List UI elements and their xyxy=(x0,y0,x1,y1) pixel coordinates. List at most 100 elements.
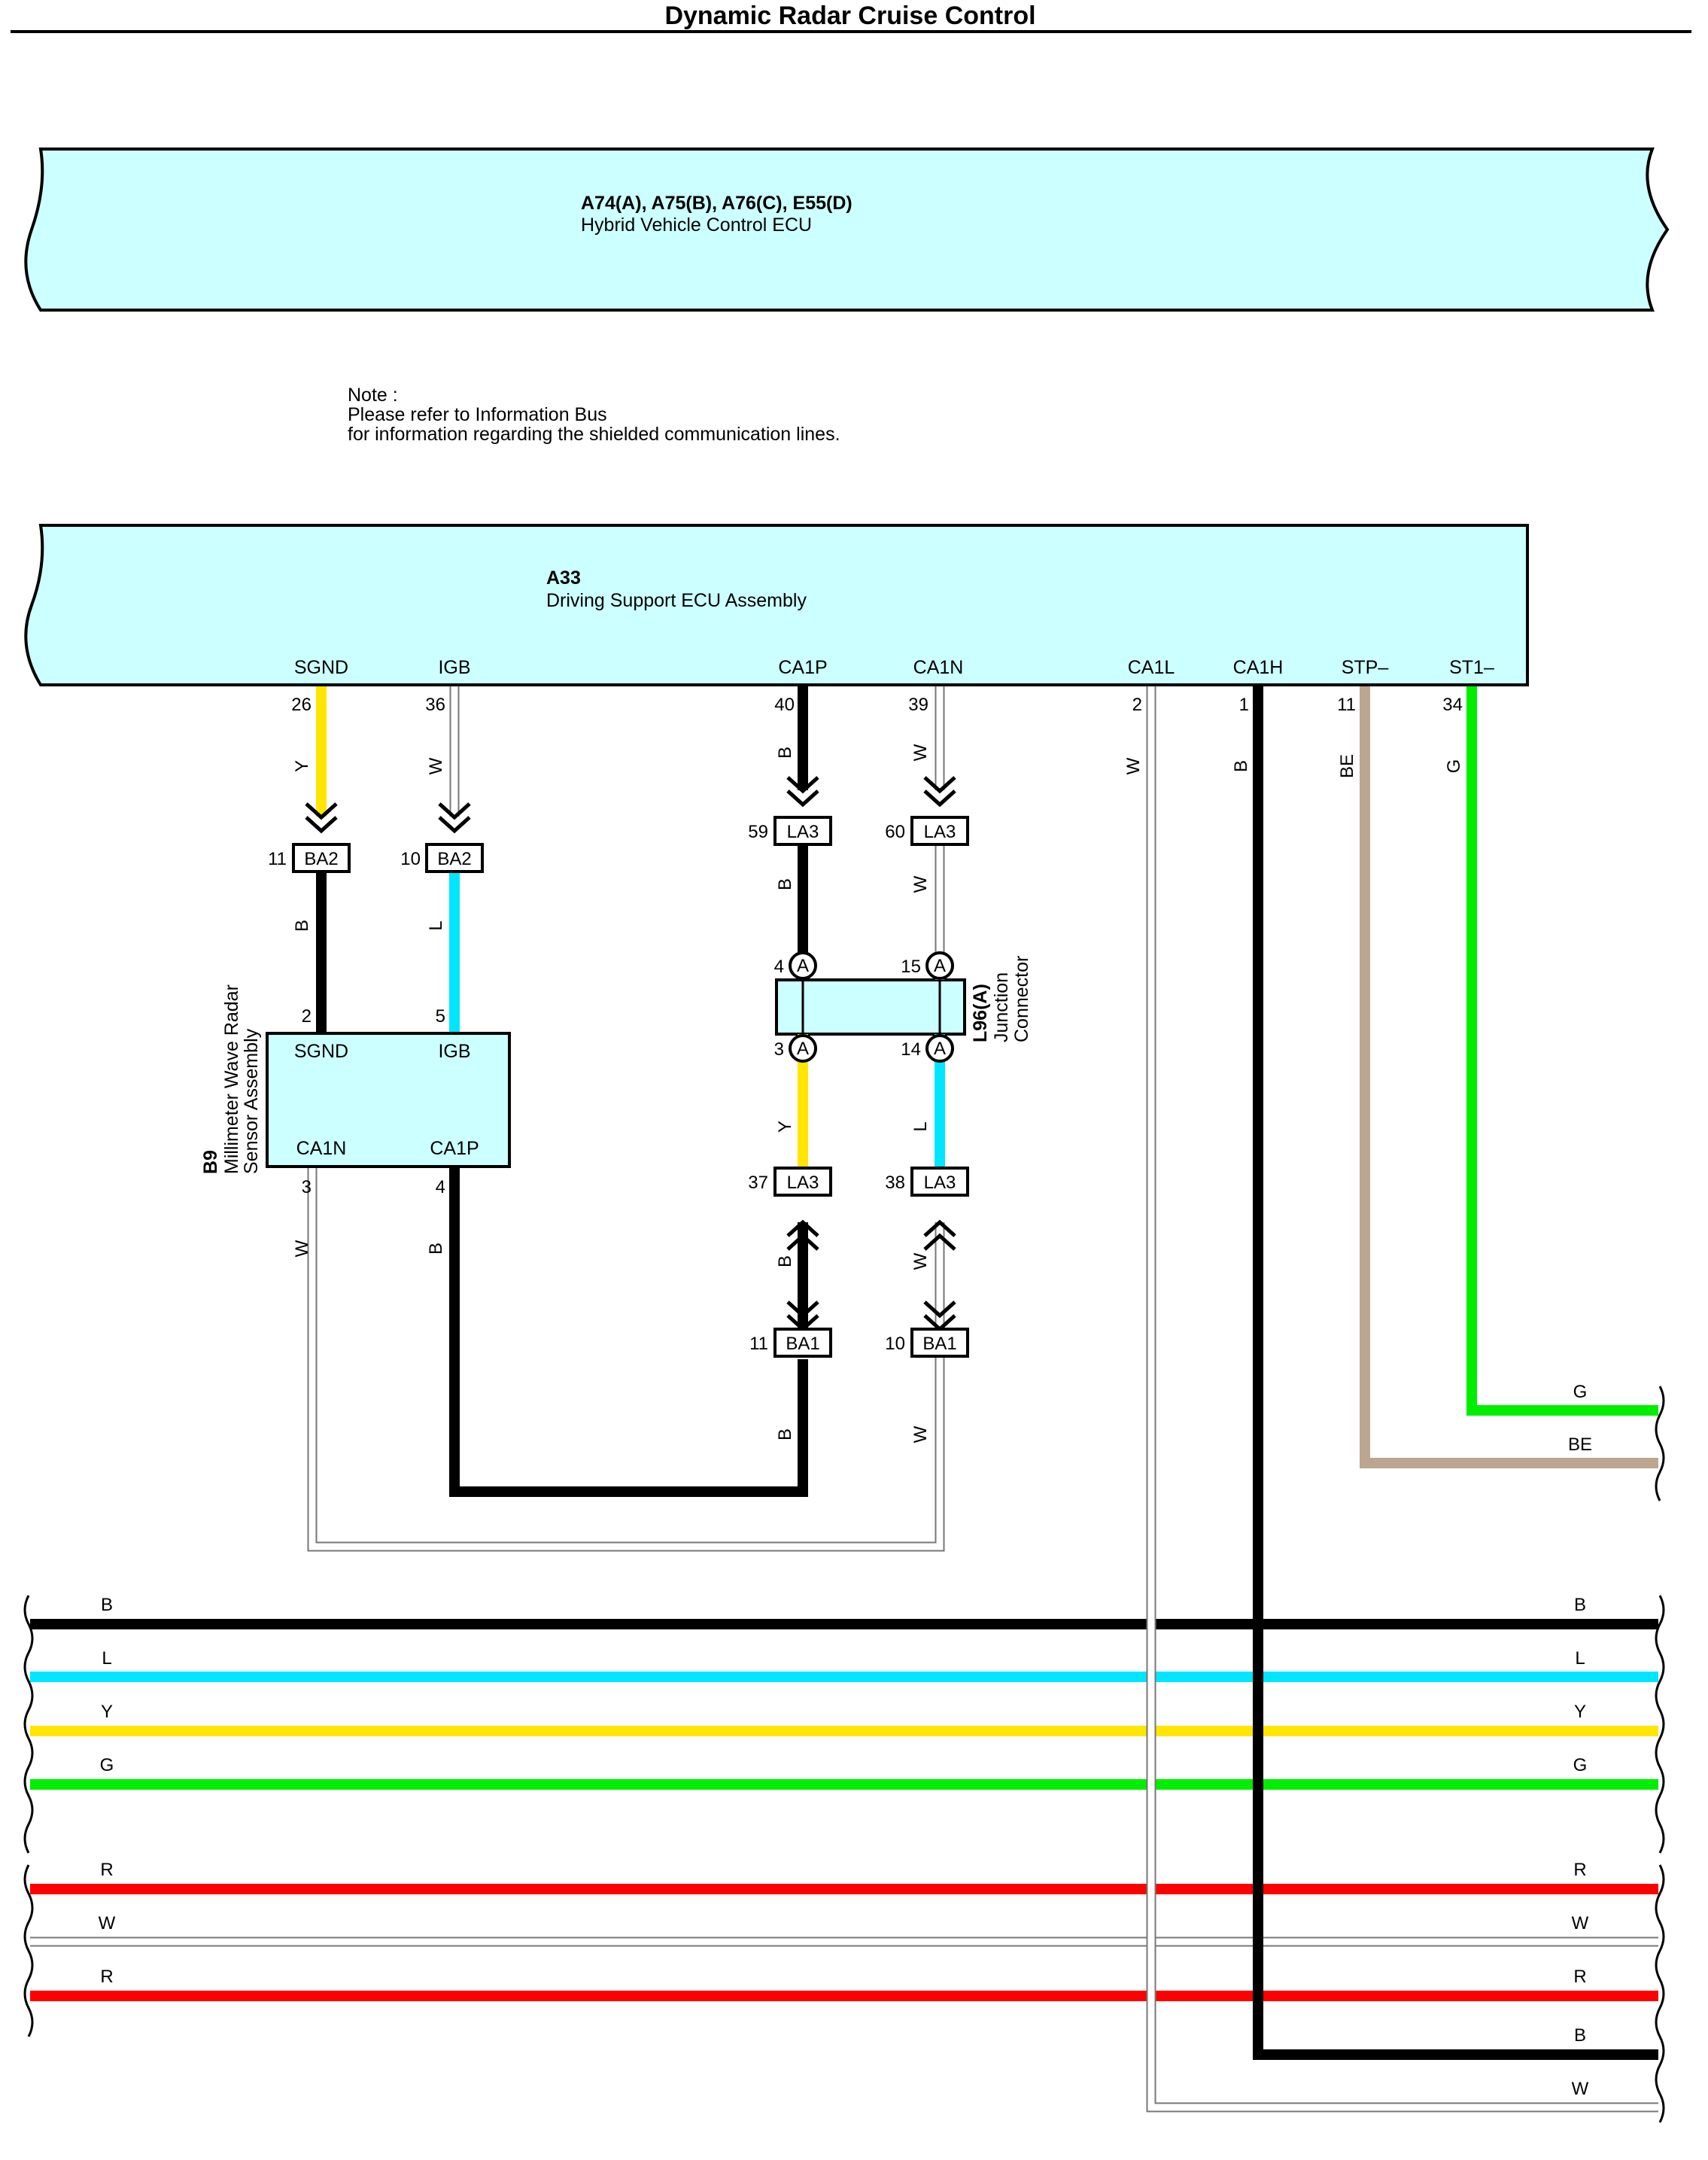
ecu-pin-labels: SGND IGB CA1P CA1N CA1L CA1H STP– ST1– xyxy=(294,657,1494,678)
wire-st1 xyxy=(1466,685,1658,1416)
wire-label-radar-ca1p: B xyxy=(426,1243,446,1255)
bus-r1-label-right: R xyxy=(1573,1860,1586,1880)
connector-ba1-right xyxy=(910,1328,969,1358)
ecu-pin-num-11: 11 xyxy=(1337,695,1356,715)
connector-la3-top-right-name: LA3 xyxy=(924,822,956,842)
wire-label-st1: G xyxy=(1444,759,1464,774)
wire-label-ca1n-mid: W xyxy=(910,875,931,893)
ecu-pin-stp-label: STP– xyxy=(1342,657,1389,678)
radar-sensor-code: B9 xyxy=(200,1150,221,1174)
connector-la3-bottom-left-num: 37 xyxy=(748,1173,768,1193)
junction-pin-14: 14 xyxy=(901,1039,921,1060)
connector-ba2-right-num: 10 xyxy=(400,849,421,869)
junction-connector-box xyxy=(775,978,966,1036)
bus-l-label-left: L xyxy=(102,1648,111,1669)
radar-sensor-box xyxy=(266,1032,511,1168)
ecu-pin-num-2: 2 xyxy=(1132,695,1142,715)
note-line-2: for information regarding the shielded c… xyxy=(348,424,840,445)
wire-stp xyxy=(1360,685,1658,1468)
connector-la3-bottom-right-num: 38 xyxy=(885,1173,905,1193)
connector-ba1-right-name: BA1 xyxy=(922,1334,956,1354)
hybrid-ecu-code: A74(A), A75(B), A76(C), E55(D) xyxy=(581,193,852,214)
connector-ba2-left-num: 11 xyxy=(268,849,287,869)
ecu-pin-sgnd-label: SGND xyxy=(294,657,348,678)
chevron-down-icon xyxy=(305,802,338,834)
connector-la3-bottom-right-name: LA3 xyxy=(924,1173,956,1193)
bus-labels: B B L L Y Y G G R R W W R R B W xyxy=(99,1595,1589,2099)
ecu-pin-num-36: 36 xyxy=(425,695,445,715)
break-marks xyxy=(23,1386,1665,2123)
connector-ba2-right-name: BA2 xyxy=(437,849,471,869)
junction-connector-name-2: Connector xyxy=(1011,956,1032,1042)
wire-label-out-be: BE xyxy=(1568,1434,1592,1455)
wire-label-ca1l: W xyxy=(1123,757,1144,774)
connector-ba1-right-num: 10 xyxy=(885,1334,905,1354)
chevron-up-icon xyxy=(786,1219,819,1251)
bus-r1-label-left: R xyxy=(100,1860,113,1880)
wire-label-ca1n-top: W xyxy=(910,744,931,761)
connector-ba2-right xyxy=(425,843,484,873)
junction-connector-code: L96(A) xyxy=(970,984,991,1042)
wire-label-ca1p-bot: B xyxy=(775,1428,795,1441)
junction-marker-icon xyxy=(789,1034,817,1063)
radar-pin-num-5: 5 xyxy=(436,1006,445,1027)
ecu-pin-st1-label: ST1– xyxy=(1449,657,1494,678)
junction-marker-icon xyxy=(789,951,817,980)
bus-g-label-right: G xyxy=(1573,1755,1588,1775)
bus-b-label-right: B xyxy=(1574,1595,1586,1615)
bus-y-label-right: Y xyxy=(1574,1702,1586,1722)
wire-radar-ca1p xyxy=(449,1167,808,1497)
ecu-pin-num-26: 26 xyxy=(291,695,312,715)
wire-label-igb-top: W xyxy=(426,757,446,774)
bus-r2-label-left: R xyxy=(100,1967,113,1987)
junction-connector: A A A A 4 15 3 14 L96(A) Junction Connec… xyxy=(774,950,1032,1063)
bus-g-label-left: G xyxy=(100,1755,114,1775)
junction-marker-a-2: A xyxy=(934,956,946,976)
ecu-pin-numbers: 26 36 40 39 2 1 11 34 xyxy=(291,695,1463,715)
radar-sensor-name-2: Sensor Assembly xyxy=(241,1028,262,1174)
connector-la3-top-left-name: LA3 xyxy=(787,822,819,842)
connector-la3-bottom-left xyxy=(773,1167,832,1197)
junction-pin-3: 3 xyxy=(774,1039,784,1060)
hybrid-ecu-box xyxy=(24,148,1670,312)
junction-marker-icon xyxy=(925,951,954,980)
radar-sensor-code-text: B9 xyxy=(200,1150,221,1174)
radar-pin-ca1p-label: CA1P xyxy=(430,1138,479,1159)
ecu-pin-num-34: 34 xyxy=(1442,695,1463,715)
connector-tags: BA2 11 BA2 10 LA3 59 LA3 60 LA3 37 LA3 3… xyxy=(268,816,969,1358)
exit-w-label: W xyxy=(1572,2079,1589,2099)
ecu-pin-num-1: 1 xyxy=(1239,695,1249,715)
connector-ba2-left-name: BA2 xyxy=(304,849,338,869)
wire-label-radar-ca1n: W xyxy=(292,1240,312,1257)
wire-label-sgnd-top: Y xyxy=(292,760,312,772)
ecu-pin-igb-label: IGB xyxy=(438,657,470,678)
ecu-pin-num-39: 39 xyxy=(908,695,928,715)
wire-label-sgnd-mid: B xyxy=(292,920,312,932)
wire-color-labels: Y W B W W B BE G B L B W Y L B W B W W B… xyxy=(292,744,1592,1455)
ecu-pin-ca1h-label: CA1H xyxy=(1233,657,1284,678)
ecu-pin-ca1n-label: CA1N xyxy=(913,657,964,678)
wire-label-jc-left-low: Y xyxy=(775,1121,795,1133)
junction-pin-4: 4 xyxy=(774,957,784,977)
bus-w-label-left: W xyxy=(99,1913,116,1933)
chevron-down-icon xyxy=(786,776,819,808)
radar-sensor-name-1: Millimeter Wave Radar xyxy=(221,984,242,1174)
bus-l-label-right: L xyxy=(1575,1648,1585,1669)
wire-label-ca1n-low: W xyxy=(910,1252,931,1270)
bus-r2-label-right: R xyxy=(1573,1967,1586,1987)
connector-la3-bottom-left-name: LA3 xyxy=(787,1173,819,1193)
driving-support-ecu-name: Driving Support ECU Assembly xyxy=(546,590,807,611)
driving-support-ecu-box xyxy=(24,524,1529,686)
ecu-pin-num-40: 40 xyxy=(774,695,795,715)
note-heading: Note : xyxy=(348,385,398,406)
junction-marker-icon xyxy=(925,1034,954,1063)
wire-label-igb-mid: L xyxy=(426,920,446,930)
wire-label-stp: BE xyxy=(1337,754,1357,778)
connector-ba1-left xyxy=(773,1328,832,1358)
connector-la3-top-left-num: 59 xyxy=(748,822,768,842)
bus-y-label-left: Y xyxy=(101,1702,113,1722)
wires-layer xyxy=(30,685,1658,2113)
radar-pin-num-4: 4 xyxy=(436,1177,445,1197)
wire-label-ca1n-bot: W xyxy=(910,1425,931,1443)
